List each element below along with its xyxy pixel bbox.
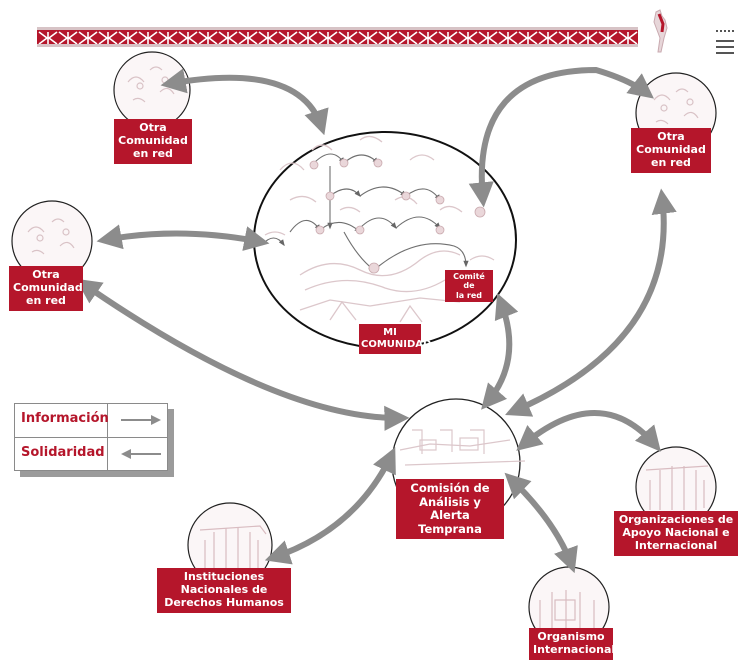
label-line: Otra (139, 121, 167, 134)
band-motif (598, 31, 618, 44)
arrow-right-icon (121, 415, 161, 425)
label-line: Organizaciones de (618, 513, 734, 526)
legend-label-solidaridad: Solidaridad (21, 445, 105, 460)
label-instituciones: Instituciones Nacionales de Derechos Hum… (157, 568, 291, 613)
label-otra-mid-left: Otra Comunidad en red (9, 266, 83, 311)
connection-arrows (75, 66, 677, 574)
label-line: Comisión de (410, 481, 490, 495)
decorative-pattern-band (37, 27, 638, 47)
label-line: Comunidad (118, 133, 188, 147)
label-organizaciones: Organizaciones de Apoyo Nacional e Inter… (614, 511, 738, 556)
label-line: Análisis y Alerta (419, 494, 481, 523)
legend-row-solidaridad: Solidaridad (15, 438, 167, 470)
label-line: Comunidad (13, 280, 83, 294)
arrow-left-icon (121, 449, 161, 459)
band-motif (478, 31, 498, 44)
label-line: Otra (32, 268, 60, 281)
band-motif (98, 31, 118, 44)
band-motif (518, 31, 538, 44)
label-line: Internacional (634, 538, 718, 552)
band-motif (218, 31, 238, 44)
band-motif (118, 31, 138, 44)
person-silhouette-icon (653, 9, 668, 53)
band-motif (418, 31, 438, 44)
band-motif (358, 31, 378, 44)
label-line: Internacional (533, 642, 616, 656)
band-motif (58, 31, 78, 44)
band-motif (158, 31, 178, 44)
label-otra-top-left: Otra Comunidad en red (114, 119, 192, 164)
band-motif (178, 31, 198, 44)
legend: Información Solidaridad (14, 403, 174, 477)
label-line: en red (26, 293, 66, 307)
band-motif (278, 31, 298, 44)
legend-row-divider (15, 437, 167, 438)
arrow-comision-organizaciones (516, 410, 661, 452)
label-line: en red (651, 155, 691, 169)
label-line: Otra (657, 130, 685, 143)
label-line: Temprana (418, 521, 482, 536)
band-motif (338, 31, 358, 44)
label-organismo: Organismo Internacional (529, 628, 616, 660)
label-line: COMUNIDAD (361, 338, 432, 350)
band-motif (238, 31, 258, 44)
arrow-comision-organismo (504, 472, 578, 574)
label-line: Comité de (453, 272, 485, 291)
band-motif (618, 31, 638, 44)
band-pattern (38, 31, 638, 44)
band-motif (558, 31, 578, 44)
menu-icon[interactable] (712, 24, 738, 60)
band-motif (578, 31, 598, 44)
arrow-midleft-comision (75, 278, 410, 431)
band-motif (458, 31, 478, 44)
band-motif (258, 31, 278, 44)
label-line: Organismo (537, 630, 605, 643)
label-line: Derechos Humanos (164, 595, 284, 609)
node-otra-top-left-circle (113, 51, 191, 129)
label-line: Apoyo Nacional e (622, 525, 730, 539)
legend-label-informacion: Información (21, 411, 109, 426)
band-motif (538, 31, 558, 44)
label-line: la red (455, 290, 483, 300)
arrow-comision-instituciones (264, 447, 396, 565)
band-motif (78, 31, 98, 44)
label-mi-comunidad: MI COMUNIDAD (359, 324, 432, 354)
band-motif (398, 31, 418, 44)
mi-comunidad-circle (253, 131, 517, 349)
label-otra-top-right: Otra Comunidad en red (631, 128, 711, 173)
label-line: en red (133, 146, 173, 160)
band-motif (318, 31, 338, 44)
arrow-topleft-mi (160, 68, 329, 136)
arrow-topright-comision (505, 188, 677, 417)
label-comision: Comisión de Análisis y Alerta Temprana (396, 479, 504, 540)
arrow-mi-topright (468, 66, 654, 208)
legend-box: Información Solidaridad (14, 403, 168, 471)
label-line: Instituciones (183, 570, 265, 583)
band-motif (498, 31, 518, 44)
arrow-comite-comision (481, 292, 519, 410)
legend-row-informacion: Información (15, 404, 167, 436)
band-motif (438, 31, 458, 44)
band-motif (38, 31, 58, 44)
band-motif (138, 31, 158, 44)
label-line: Comunidad (636, 142, 706, 156)
band-motif (298, 31, 318, 44)
arrow-midleft-mi (96, 224, 270, 251)
band-motif (378, 31, 398, 44)
band-motif (198, 31, 218, 44)
label-line: Nacionales de (180, 582, 268, 596)
label-comite: Comité de la red (445, 270, 493, 303)
label-line: MI (383, 327, 397, 338)
